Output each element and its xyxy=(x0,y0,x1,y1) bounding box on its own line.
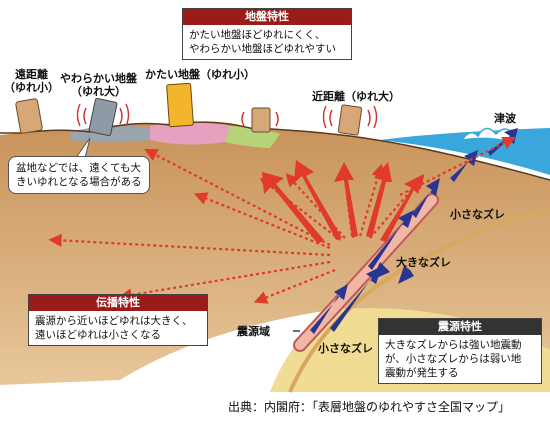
label-hard-ground: かたい地盤（ゆれ小） xyxy=(145,68,255,81)
label-tsunami: 津波 xyxy=(494,112,516,125)
tsunami-wave xyxy=(460,127,513,143)
source-properties-box: 震源特性 大きなズレからは強い地震動 が、小さなズレからは弱い地 震動が発生する xyxy=(378,318,542,384)
hard-ground-pink xyxy=(150,122,230,145)
source-credit: 出典：内閣府：「表層地盤のゆれやすさ全国マップ」 xyxy=(228,400,511,414)
plate-boundary xyxy=(288,208,550,393)
slip-arrows xyxy=(310,128,518,334)
shake-marks xyxy=(76,103,378,129)
ground-properties-line: やわらかい地盤ほどゆれやすい xyxy=(189,43,336,55)
source-properties-line: が、小さなズレからは弱い地 xyxy=(385,353,522,365)
propagation-line: 遠いほどゆれは小さくなる xyxy=(35,329,161,341)
label-far: 遠距離（ゆれ小） xyxy=(4,68,59,94)
ground-properties-title: 地盤特性 xyxy=(183,9,351,25)
ground-properties-box: 地盤特性 かたい地盤ほどゆれにくく、 やわらかい地盤ほどゆれやすい xyxy=(182,8,352,60)
building-near xyxy=(337,104,363,136)
label-small-slip-top: 小さなズレ xyxy=(450,208,505,221)
building-mid xyxy=(251,107,271,133)
basin-note: 盆地などでは、遠くても大 きいゆれとなる場合がある xyxy=(8,156,150,194)
label-small-slip-bottom: 小さなズレ xyxy=(318,342,373,355)
propagation-title: 伝播特性 xyxy=(29,295,207,311)
source-properties-line: 震動が発生する xyxy=(385,367,459,379)
building-far xyxy=(15,98,43,134)
label-soft-ground: やわらかい地盤（ゆれ大） xyxy=(60,72,137,98)
building-soft-ground xyxy=(88,97,118,137)
source-properties-title: 震源特性 xyxy=(379,319,541,335)
strong-arrows xyxy=(262,160,424,244)
propagation-box: 伝播特性 震源から近いほどゆれは大きく、 遠いほどゆれは小さくなる xyxy=(28,294,208,346)
ground-properties-line: かたい地盤ほどゆれにくく、 xyxy=(189,29,326,41)
source-properties-line: 大きなズレからは強い地震動 xyxy=(385,339,522,351)
label-source-area: 震源域 xyxy=(237,325,270,338)
propagation-line: 震源から近いほどゆれは大きく、 xyxy=(35,315,193,327)
label-large-slip: 大きなズレ xyxy=(396,256,451,269)
building-hard-ground xyxy=(166,82,194,128)
label-near: 近距離（ゆれ大） xyxy=(312,90,400,103)
